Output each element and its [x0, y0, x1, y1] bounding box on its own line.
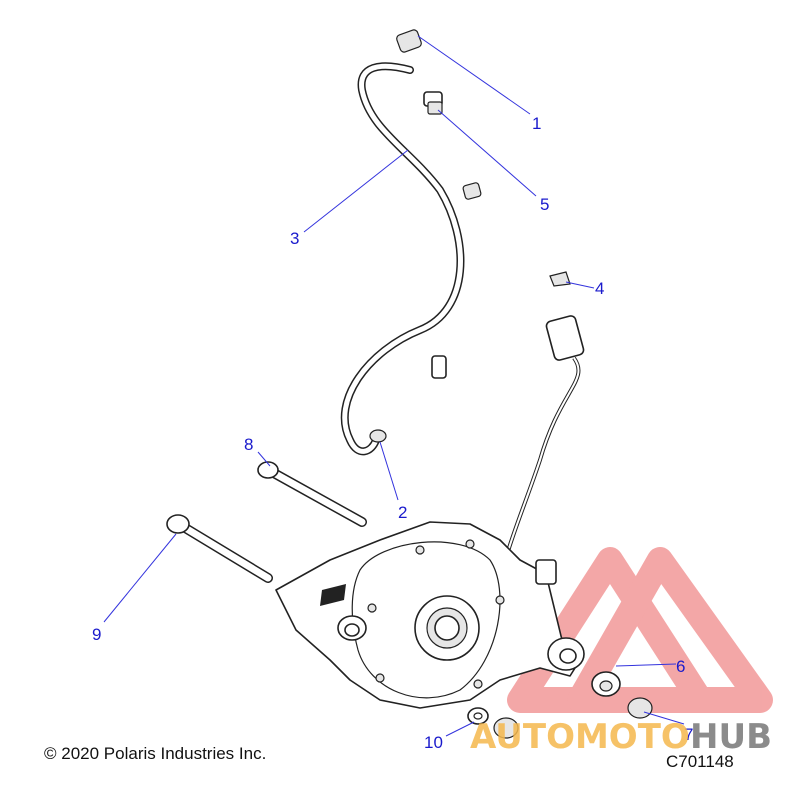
callout-4: 4 [595, 279, 604, 298]
copyright-notice: © 2020 Polaris Industries Inc. [44, 744, 267, 763]
callout-1: 1 [532, 114, 541, 133]
hose-clip-upper [462, 182, 482, 200]
bushing [591, 671, 621, 697]
leader-lines [103, 35, 685, 737]
callout-2: 2 [398, 503, 407, 522]
watermark-text: AUTOMOTO HUB [470, 717, 772, 757]
vent-cap [396, 29, 422, 53]
callout-8: 8 [244, 435, 253, 454]
nut [627, 697, 653, 719]
hose-clamp [369, 429, 387, 443]
callout-6: 6 [676, 657, 685, 676]
lower-bolt [166, 514, 273, 583]
hose-clip-middle [431, 355, 447, 379]
upper-bolt [257, 461, 367, 527]
callout-5: 5 [540, 195, 549, 214]
callout-10: 10 [424, 733, 443, 752]
watermark-text-part2: HUB [690, 717, 772, 757]
callout-labels: 1 5 3 4 8 2 9 6 7 10 [92, 114, 693, 752]
callout-3: 3 [290, 229, 299, 248]
diagram-code: C701148 [666, 752, 734, 771]
washer [467, 707, 519, 739]
watermark-logo-icon [507, 547, 773, 713]
callout-7: 7 [684, 725, 693, 744]
gearcase-housing [275, 521, 585, 709]
push-rivet [549, 271, 571, 287]
callout-9: 9 [92, 625, 101, 644]
vent-hose [340, 62, 465, 456]
watermark-text-part1: AUTOMOTO [470, 717, 690, 757]
